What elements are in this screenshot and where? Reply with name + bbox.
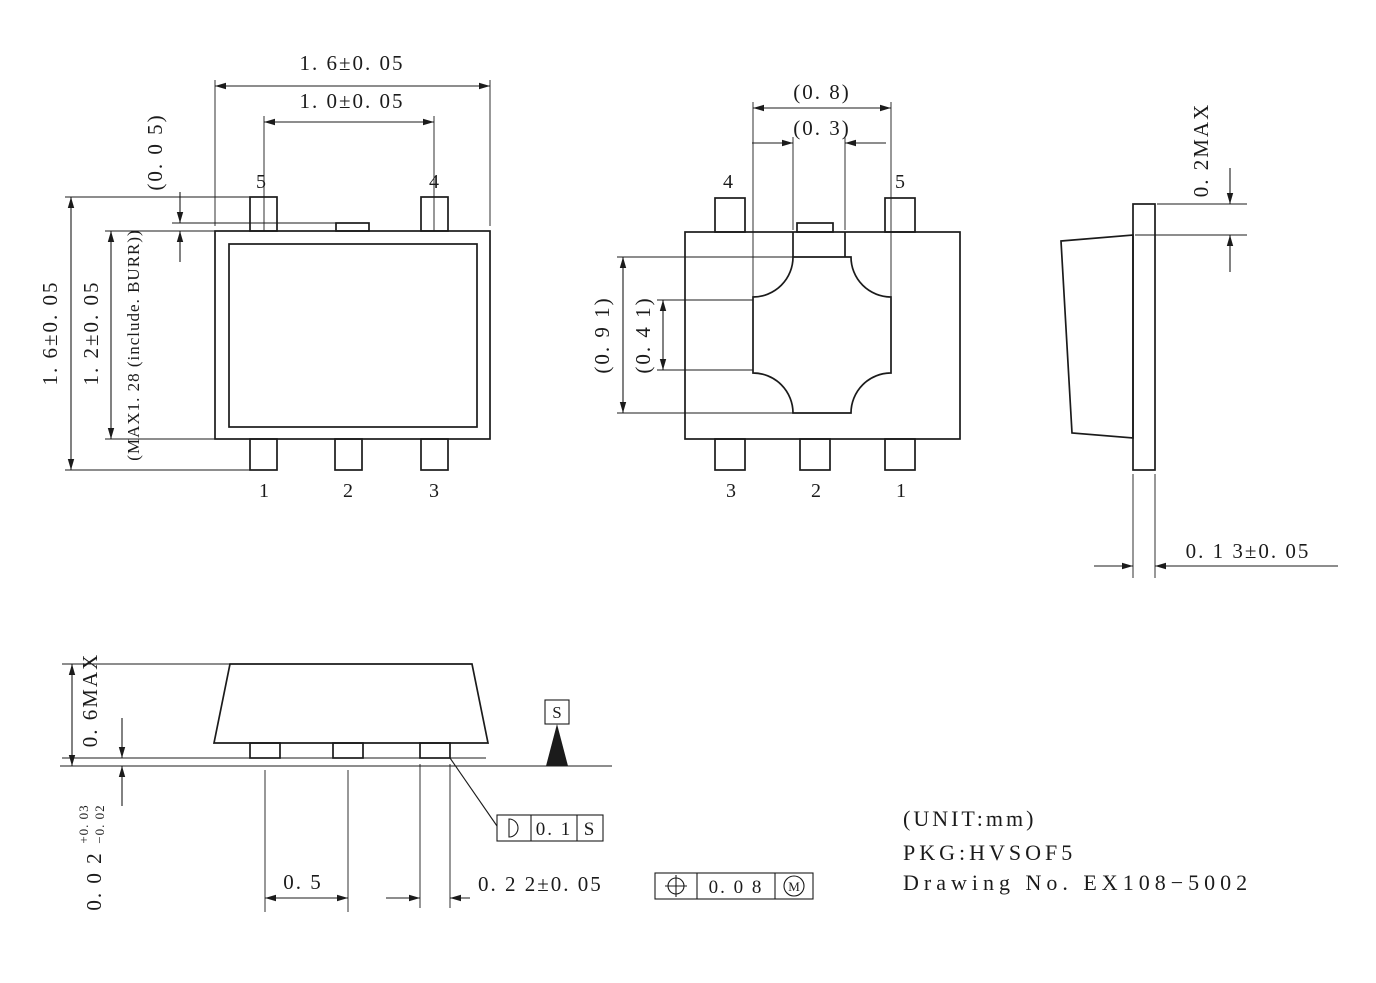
bottom-view: (0. 8) (0. 3) (0. 9 1) (0. 4 1) 4 5 3 2 … xyxy=(590,80,961,502)
top-view-pin5 xyxy=(249,196,278,232)
pin-label-3: 3 xyxy=(429,480,439,502)
dim-standoff-tol-minus: −0. 02 xyxy=(92,804,107,843)
dim-tab-offset-label: (0. 0 5) xyxy=(143,113,167,190)
bottom-view-dimensions: (0. 8) (0. 3) (0. 9 1) (0. 4 1) xyxy=(590,80,892,414)
side-view-dimensions: 0. 2MAX 0. 1 3±0. 05 xyxy=(1094,103,1338,578)
dim-standoff-label: 0. 0 2 xyxy=(82,851,106,910)
dim-lead-thickness-label: 0. 1 3±0. 05 xyxy=(1186,539,1311,563)
bottom-view-outline xyxy=(684,197,961,471)
flatness-datum-ref: S xyxy=(584,819,597,840)
notes-block: (UNIT:mm) PKG:HVSOF5 Drawing No. EX108−5… xyxy=(903,806,1252,895)
flatness-frame xyxy=(496,814,604,842)
unit-note: (UNIT:mm) xyxy=(903,806,1036,831)
top-view-pin-labels: 5 4 1 2 3 xyxy=(256,171,439,502)
front-view-dimensions: 0. 6MAX 0. 0 2 +0. 03 −0. 02 0. 5 0. 2 2… xyxy=(60,653,612,912)
pkg-name: PKG:HVSOF5 xyxy=(903,840,1076,865)
dim-lead-width-label: 0. 2 2±0. 05 xyxy=(478,872,603,896)
position-value: 0. 0 8 xyxy=(709,877,764,898)
flatness-value: 0. 1 xyxy=(536,819,573,840)
top-view-dimensions: 1. 6±0. 05 1. 0±0. 05 (0. 0 5) 1. 6±0. 0… xyxy=(38,51,491,471)
top-view-top-tab xyxy=(335,222,370,232)
top-view-pin3 xyxy=(420,438,449,471)
front-view-body xyxy=(212,663,490,744)
pin-label-5: 5 xyxy=(895,171,905,193)
dim-standoff-tol-plus: +0. 03 xyxy=(76,804,91,843)
datum-triangle-icon xyxy=(546,724,568,766)
position-control-frame: 0. 0 8 M xyxy=(654,872,814,900)
dim-height-label: 0. 6MAX xyxy=(78,653,102,748)
mmc-letter: M xyxy=(788,879,800,894)
top-view: 1. 6±0. 05 1. 0±0. 05 (0. 0 5) 1. 6±0. 0… xyxy=(38,51,491,502)
datum-flag: S xyxy=(544,699,570,766)
dim-pad-waist-label: (0. 4 1) xyxy=(631,296,655,373)
pin-label-2: 2 xyxy=(343,480,353,502)
dim-width-outer-label: 1. 6±0. 05 xyxy=(299,51,404,75)
pin-label-4: 4 xyxy=(723,171,733,193)
side-view-body xyxy=(1060,234,1134,439)
top-view-pin2 xyxy=(334,438,363,471)
mmc-symbol-icon: M xyxy=(783,875,805,897)
dim-height-body-label: 1. 2±0. 05 xyxy=(79,280,103,385)
bottom-view-pin1 xyxy=(884,438,916,471)
front-view: 0. 6MAX 0. 0 2 +0. 03 −0. 02 0. 5 0. 2 2… xyxy=(60,653,814,912)
pin-label-1: 1 xyxy=(259,480,269,502)
exposed-pad xyxy=(752,256,892,414)
top-view-outline xyxy=(214,196,491,471)
pin-label-1: 1 xyxy=(896,480,906,502)
dim-height-burr-label: (MAX1. 28 (include. BURR)) xyxy=(124,229,143,460)
position-frame xyxy=(654,872,814,900)
dim-width-pins-label: 1. 0±0. 05 xyxy=(299,89,404,113)
pin-label-5: 5 xyxy=(256,171,266,193)
top-view-pin1 xyxy=(249,438,278,471)
drawing-number: Drawing No. EX108−5002 xyxy=(903,870,1252,895)
position-symbol-icon xyxy=(665,875,687,897)
bottom-view-top-tab xyxy=(796,222,834,233)
dim-tab-height-label: 0. 2MAX xyxy=(1189,103,1213,198)
bottom-view-pin3 xyxy=(714,438,746,471)
bottom-view-pin-labels: 4 5 3 2 1 xyxy=(723,171,906,502)
pin-label-3: 3 xyxy=(726,480,736,502)
dim-pad-width-label: (0. 8) xyxy=(793,80,851,104)
pin-label-4: 4 xyxy=(429,171,439,193)
pin-label-2: 2 xyxy=(811,480,821,502)
bottom-view-pin2 xyxy=(799,438,831,471)
dim-pad-height-label: (0. 9 1) xyxy=(590,296,614,373)
dim-pitch-label: 0. 5 xyxy=(283,870,323,894)
dim-tab-width-label: (0. 3) xyxy=(793,116,851,140)
top-view-body-inner xyxy=(228,243,478,428)
top-view-pin4 xyxy=(420,196,449,232)
datum-label: S xyxy=(552,703,561,722)
bottom-view-pin5 xyxy=(884,197,916,233)
flatness-symbol-icon xyxy=(508,818,519,838)
side-view-outline xyxy=(1060,203,1156,471)
bottom-view-pin4 xyxy=(714,197,746,233)
dim-height-outer-label: 1. 6±0. 05 xyxy=(38,280,62,385)
flatness-control-frame: 0. 1 S xyxy=(449,757,604,842)
fcf-leader-line xyxy=(449,757,498,827)
side-view: 0. 2MAX 0. 1 3±0. 05 xyxy=(1060,103,1338,578)
